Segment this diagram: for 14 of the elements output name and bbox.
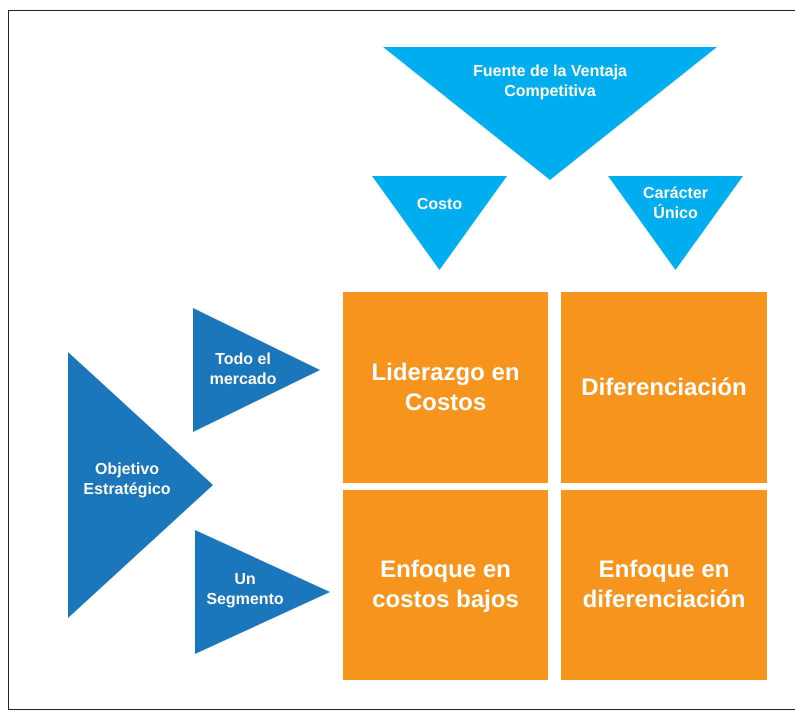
triangle-label: Costo bbox=[416, 195, 464, 215]
quadrant-box bbox=[561, 490, 767, 680]
quadrant-label: Enfoque en costos bajos bbox=[371, 555, 520, 615]
quadrant-label: Enfoque en diferenciación bbox=[582, 555, 746, 615]
triangle-label: Un Segmento bbox=[205, 570, 285, 610]
quadrant-box bbox=[343, 490, 548, 680]
quadrant-box bbox=[343, 292, 548, 483]
triangle-label: Objetivo Estratégico bbox=[82, 460, 172, 500]
quadrant-box bbox=[561, 292, 767, 483]
triangle-label: Todo el mercado bbox=[208, 350, 278, 390]
triangle-label: Carácter Único bbox=[642, 184, 709, 224]
quadrant-label: Diferenciación bbox=[580, 372, 748, 402]
triangle-label: Fuente de la Ventaja Competitiva bbox=[472, 62, 628, 102]
quadrant-label: Liderazgo en Costos bbox=[370, 358, 521, 418]
